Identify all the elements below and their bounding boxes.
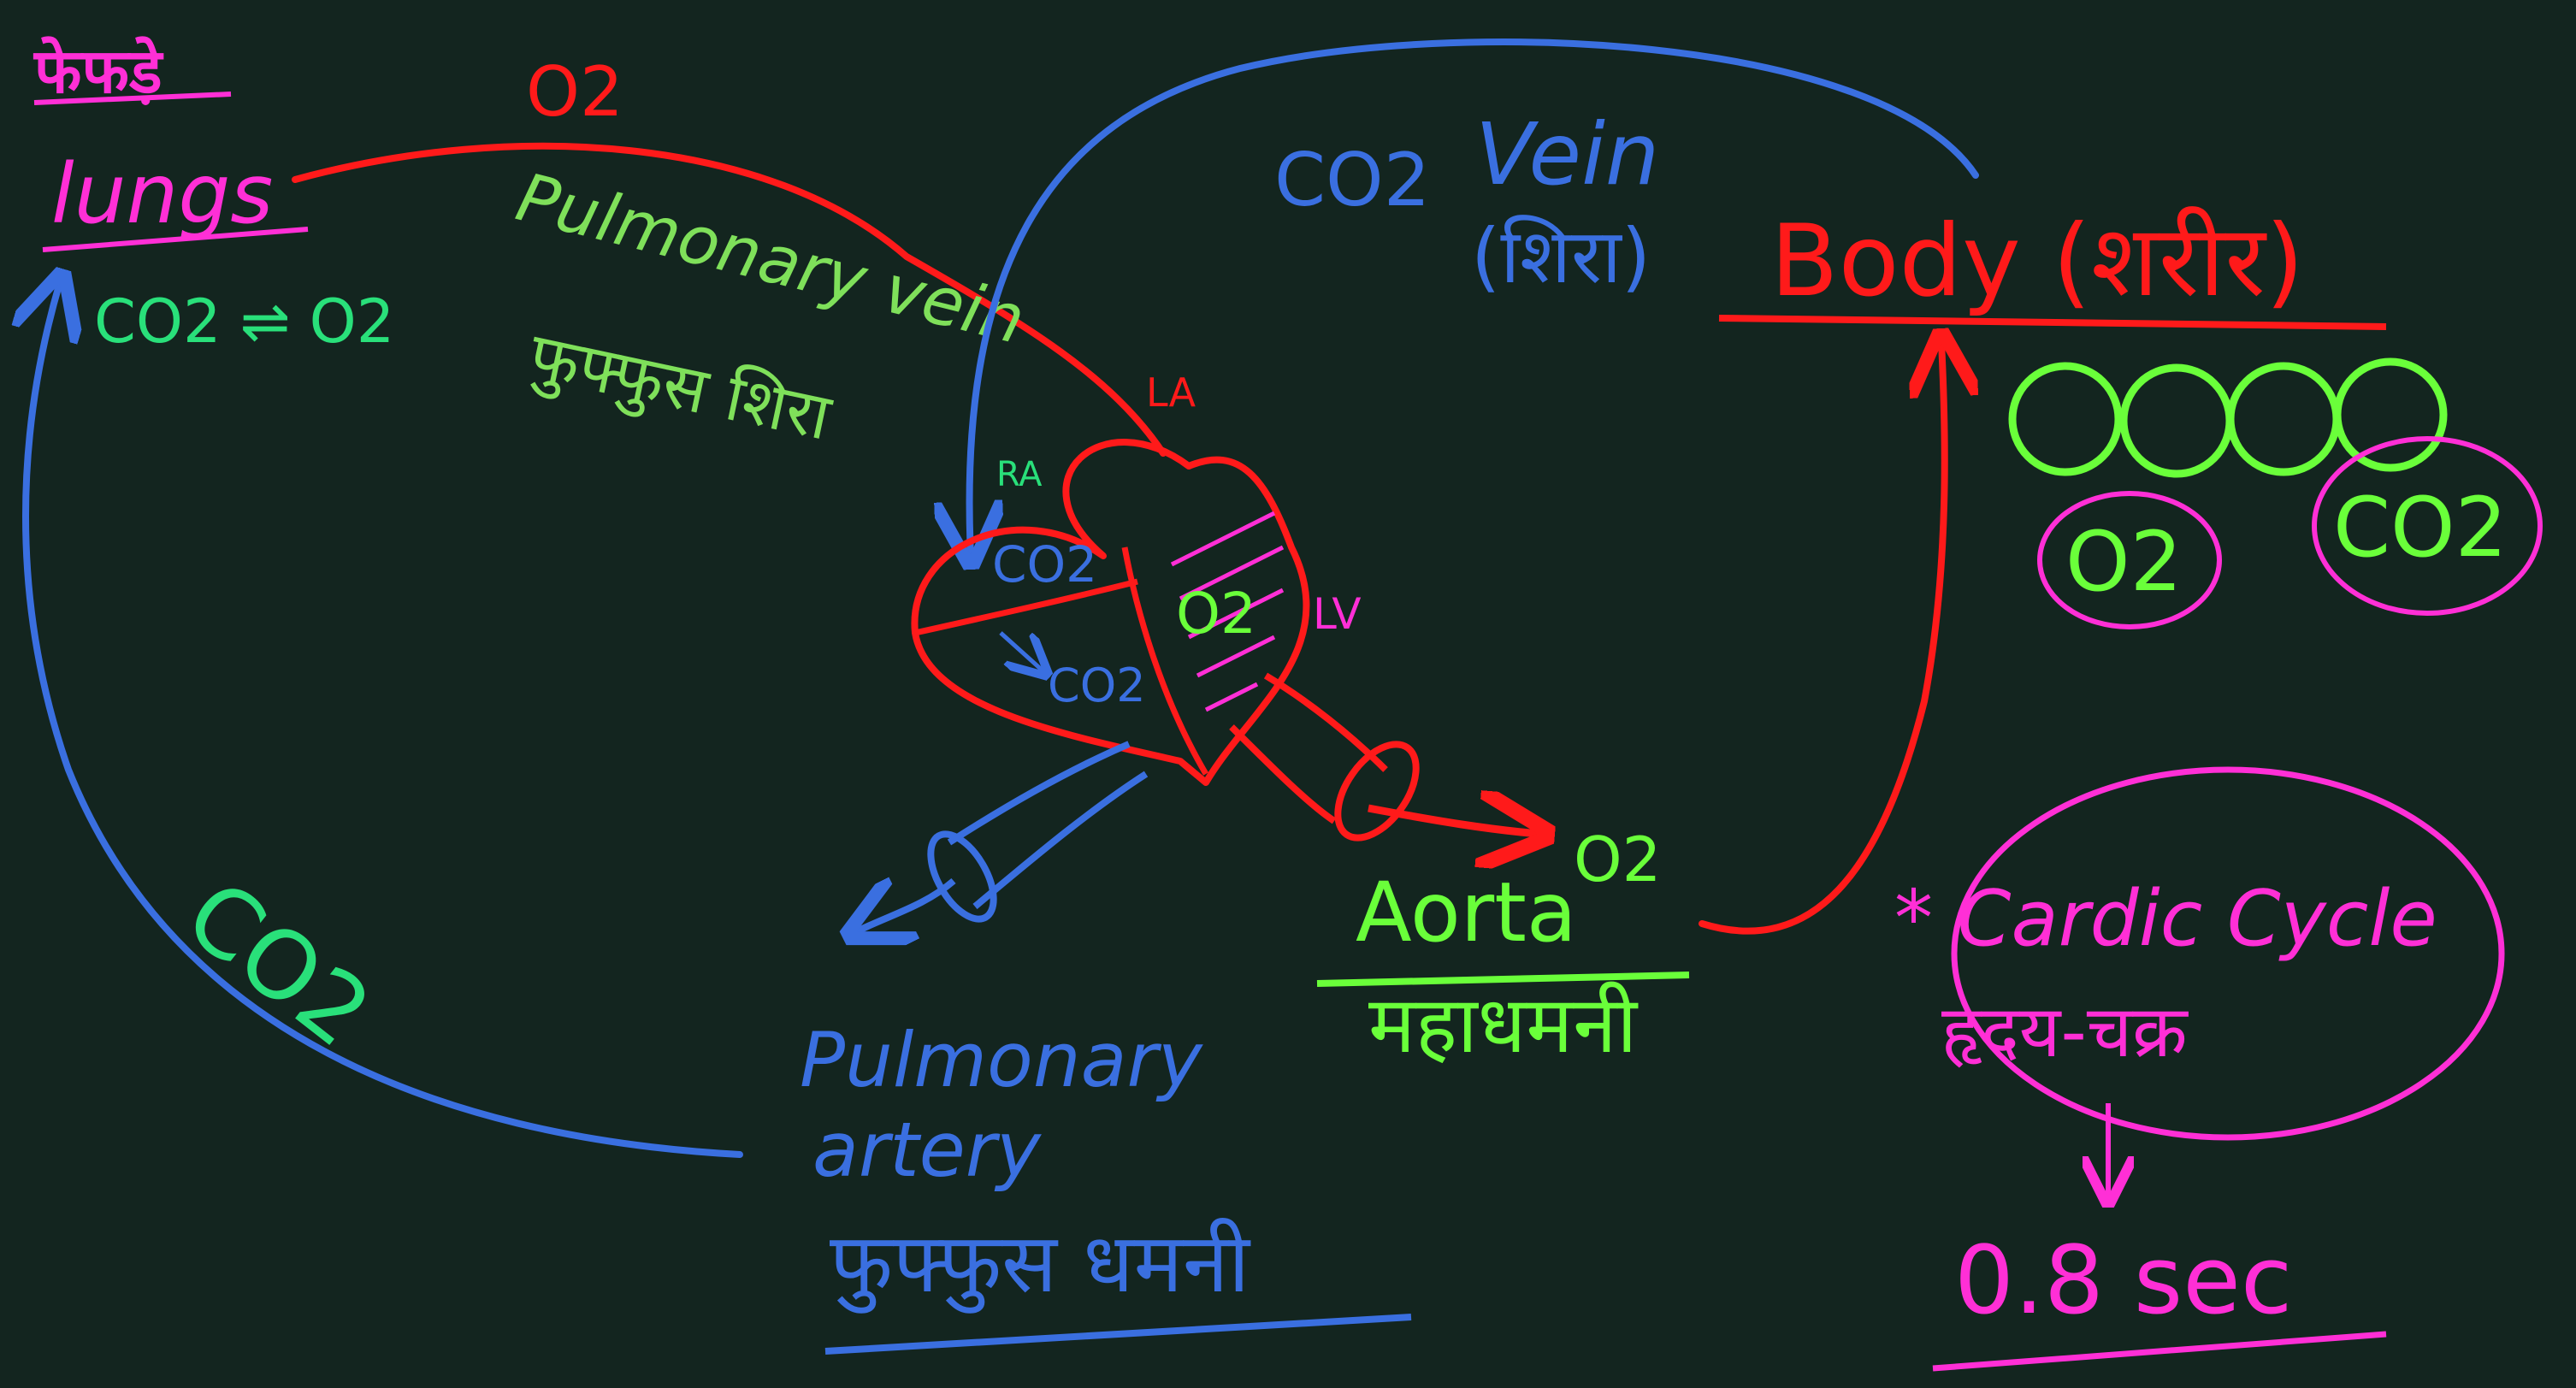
aorta-tube [1229, 672, 1420, 842]
body-cell [2119, 363, 2234, 478]
aorta-arrow [1368, 808, 1539, 834]
pulmonary-vein-hindi: फुफ्फुस शिरा [523, 317, 839, 458]
co2-bubble [2312, 436, 2543, 616]
heart-outline [911, 439, 1310, 786]
heart: RA LA LV CO2 O2 CO2 [911, 369, 1362, 786]
cardiac-cycle-underline [1932, 1331, 2387, 1372]
pulmonary-vein-o2: O2 [526, 52, 623, 132]
pulmonary-return-loop [26, 282, 743, 1158]
vein-english: Vein [1475, 104, 1659, 204]
heart-septum [1121, 546, 1209, 776]
body-co2-bubble: CO2 [2333, 480, 2508, 576]
heart-ra-co2: CO2 [992, 535, 1097, 594]
aorta-underline [1316, 972, 1690, 987]
body-label: Body (शरीर) [1770, 204, 2304, 319]
pulmonary-artery-english-2: artery [812, 1106, 1043, 1194]
body-o2-bubble: O2 [2065, 514, 2183, 610]
lungs-gas-exchange: CO2 ⇌ O2 [94, 286, 394, 357]
vein-line [970, 38, 1979, 556]
body-cells [2008, 357, 2448, 478]
systemic-artery-line [1699, 342, 1945, 935]
body-cell [2333, 357, 2448, 472]
vein-co2: CO2 [1274, 138, 1430, 223]
lungs-english-underline [42, 227, 309, 252]
body-cell [2008, 362, 2123, 476]
heart-ra-divider [914, 578, 1138, 636]
heart-inner-arrow [999, 631, 1043, 671]
lv-hatching [1170, 511, 1285, 712]
body-underline [1718, 315, 2387, 330]
lungs-hindi-label: फेफड़े [32, 35, 164, 107]
lungs-hindi-underline [33, 92, 232, 105]
return-co2-label: CO2 [166, 859, 391, 1069]
body-cell [2226, 362, 2341, 476]
heart-rv-co2: CO2 [1048, 659, 1146, 712]
aorta-hindi: महाधमनी [1368, 979, 1639, 1071]
aorta-english: Aorta [1356, 865, 1577, 960]
heart-lv-o2: O2 [1176, 581, 1256, 647]
pulmonary-artery-english-1: Pulmonary [800, 1016, 1204, 1104]
pulmonary-artery-tube [927, 741, 1149, 923]
o2-bubble [2037, 491, 2222, 629]
heart-lv-label: LV [1313, 589, 1362, 639]
pulmonary-artery-arrow [855, 881, 956, 932]
vein-hindi: (शिरा) [1471, 212, 1651, 300]
pulmonary-artery-underline [824, 1314, 1412, 1355]
heart-la-label: LA [1146, 369, 1196, 416]
pulmonary-vein-line [292, 142, 1167, 457]
cardiac-cycle-duration: 0.8 sec [1954, 1226, 2292, 1335]
cardiac-cycle-hindi: हृदय-चक्र [1941, 989, 2189, 1073]
heart-ra-label: RA [996, 455, 1043, 494]
cardiac-cycle-ellipse [1951, 766, 2505, 1141]
cardiac-cycle-english: * Cardic Cycle [1894, 874, 2437, 964]
lungs-english-label: lungs [51, 146, 273, 242]
pulmonary-artery-hindi: फुफ्फुस धमनी [830, 1215, 1251, 1314]
aorta-o2: O2 [1574, 824, 1661, 895]
